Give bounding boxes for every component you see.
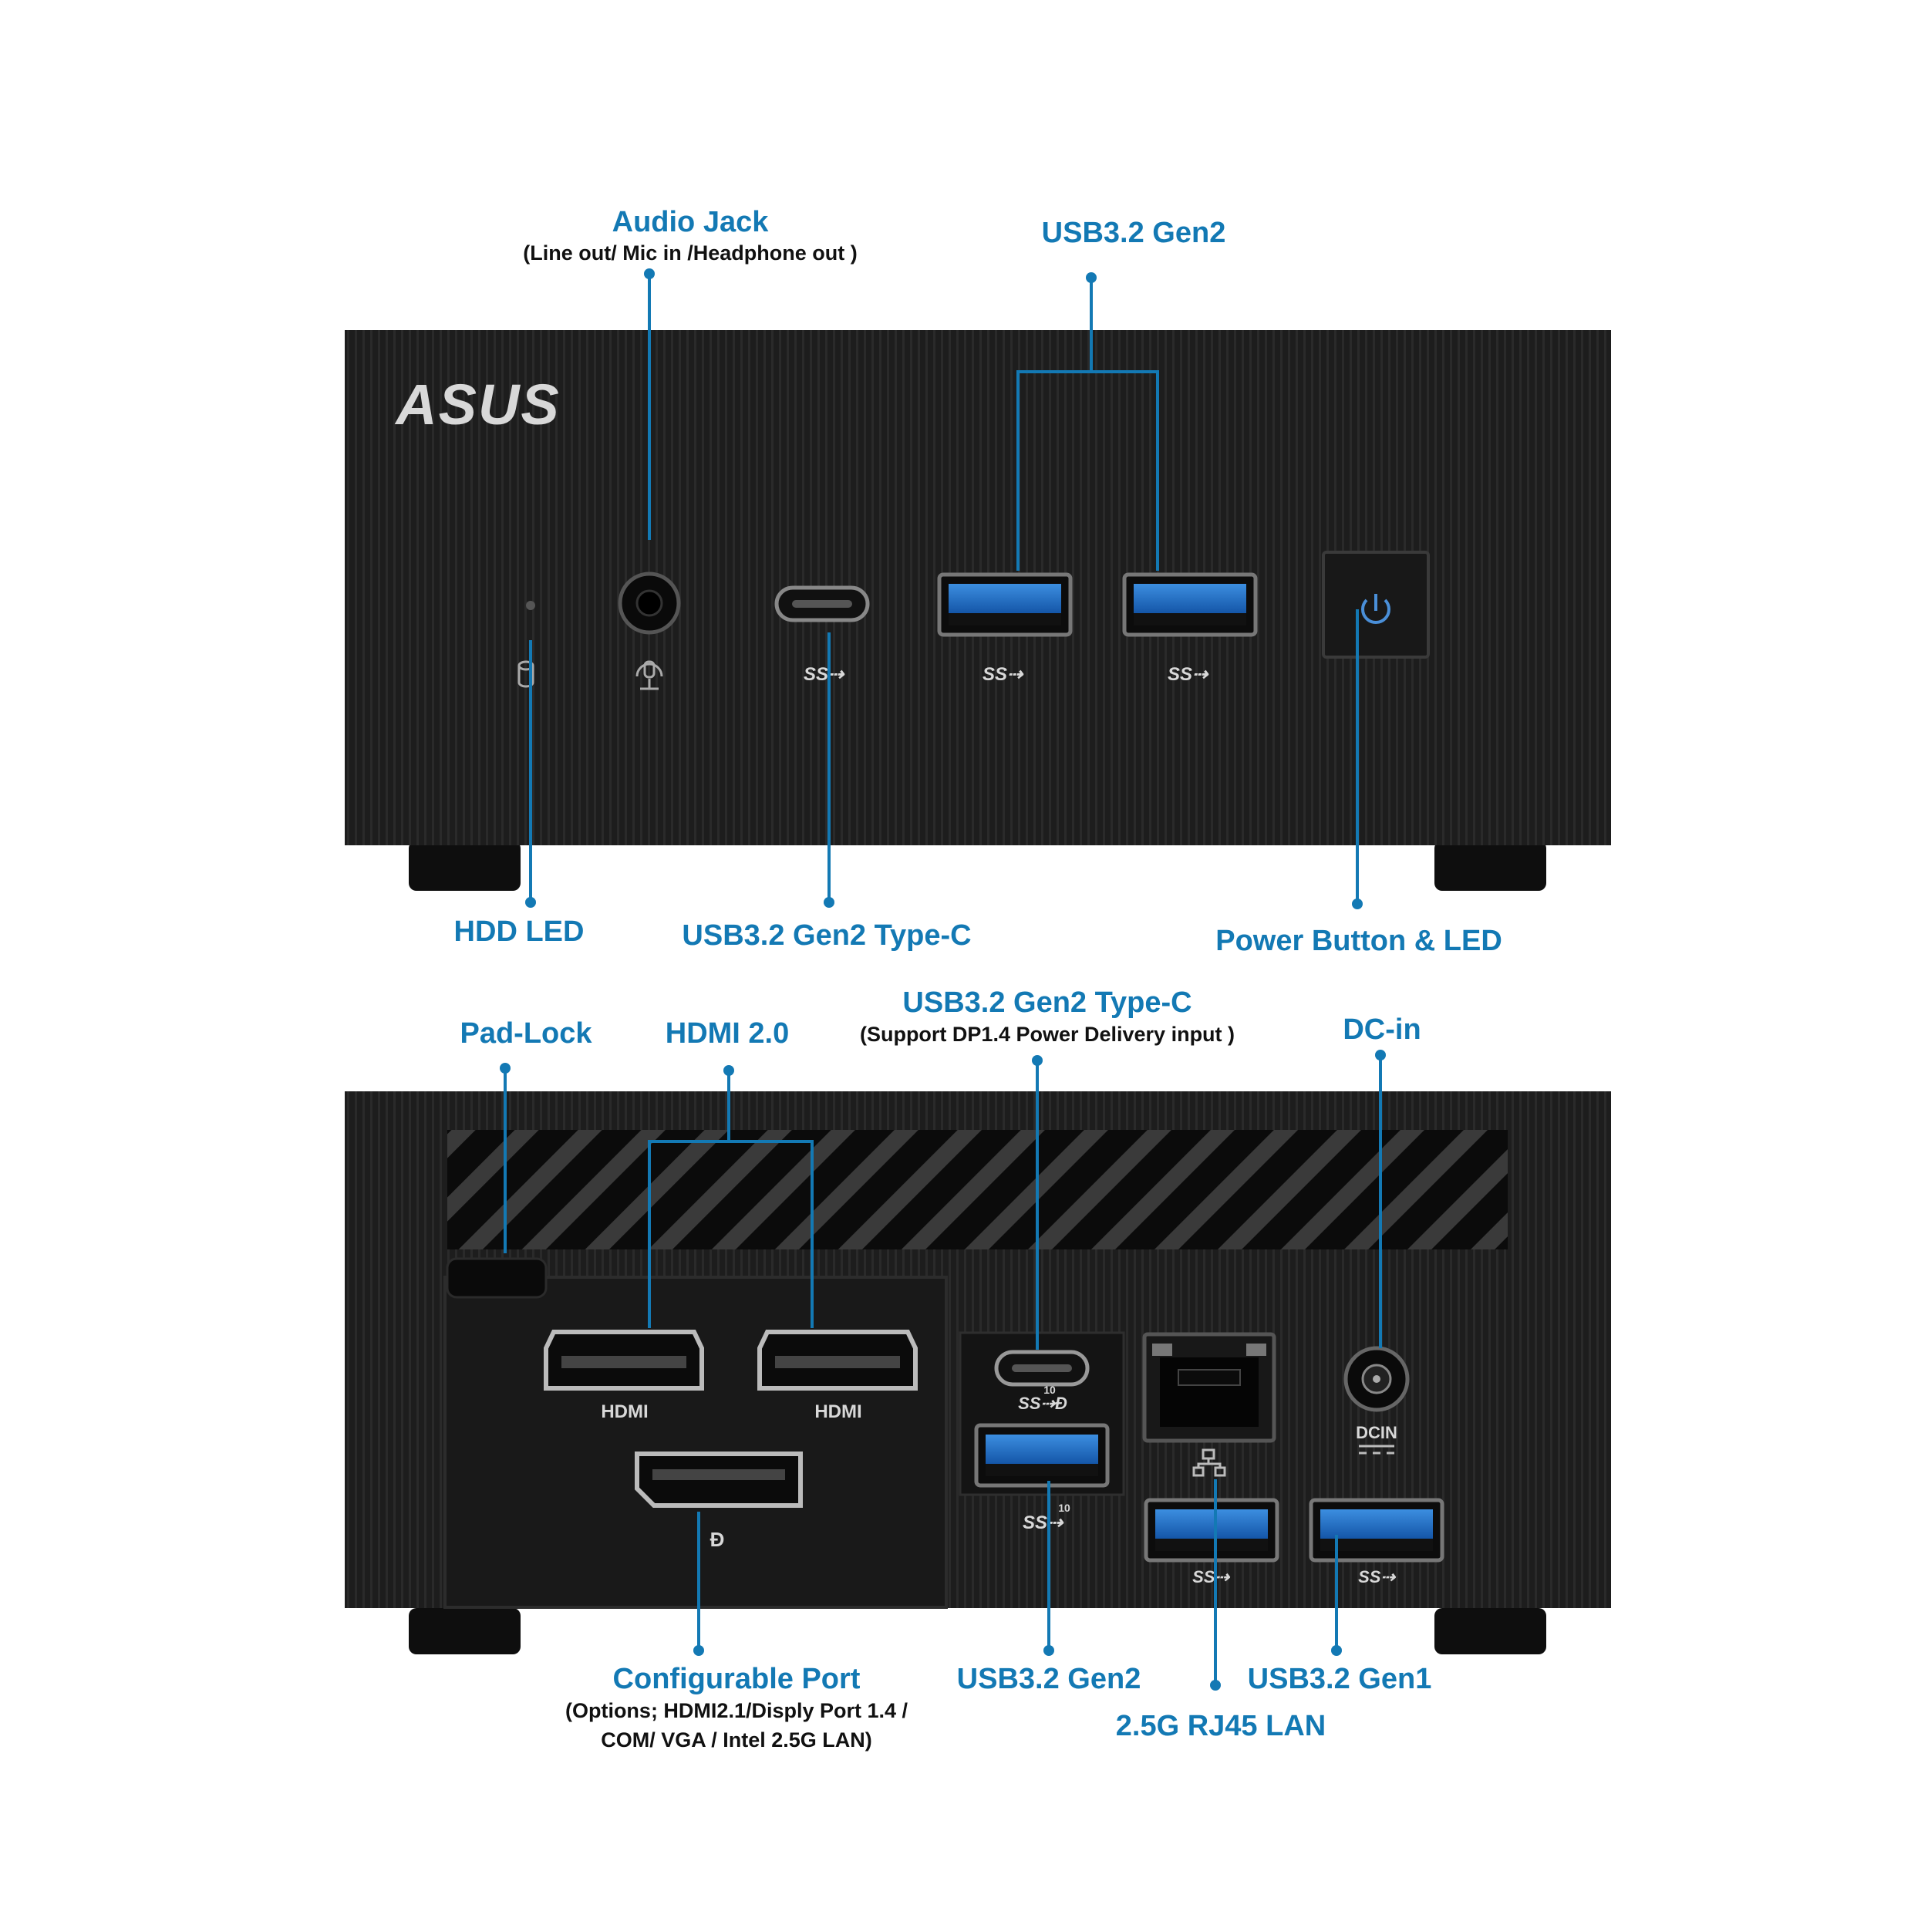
usb-a-port-rear-gen2 — [974, 1423, 1110, 1488]
displayport-port — [635, 1452, 803, 1508]
audio-jack-sublabel: (Line out/ Mic in /Headphone out ) — [523, 241, 858, 265]
hdd-icon — [517, 660, 534, 688]
hdmi-port-2 — [757, 1330, 918, 1391]
usb-type-c-port-rear — [994, 1350, 1090, 1387]
front-leader-lines — [529, 274, 1359, 904]
hdmi-label: HDMI — [814, 1401, 861, 1422]
superspeed-usb-icon: SS⇢ — [1358, 1567, 1396, 1586]
usb-type-c-port-front — [774, 585, 870, 622]
hdmi-label-callout: HDMI 2.0 — [665, 1017, 790, 1050]
usb-type-c-front-label: USB3.2 Gen2 Type-C — [682, 919, 972, 952]
configurable-port-label: Configurable Port — [612, 1663, 861, 1695]
hdmi-port-1 — [544, 1330, 704, 1391]
pad-lock-label: Pad-Lock — [460, 1017, 592, 1050]
asus-logo: ASUS — [394, 373, 561, 437]
superspeed-usb-icon: SS⇢ — [804, 664, 845, 685]
front-foot-left — [409, 841, 521, 891]
usb-a-port-front-1 — [937, 572, 1073, 637]
front-view: ASUS SS⇢ SS⇢ — [345, 330, 1611, 891]
configurable-port-sublabel-2: COM/ VGA / Intel 2.5G LAN) — [601, 1728, 872, 1752]
superspeed-10-label: 10 — [1043, 1384, 1056, 1396]
audio-jack-label: Audio Jack — [612, 206, 769, 238]
configurable-panel — [443, 1276, 948, 1609]
rear-vent — [447, 1130, 1508, 1249]
usb-type-c-rear-sublabel: (Support DP1.4 Power Delivery input ) — [859, 1023, 1235, 1046]
superspeed-usb-icon: SS⇢ — [1192, 1567, 1230, 1586]
power-icon — [1361, 594, 1390, 625]
dc-in-icon: DCIN — [1356, 1423, 1397, 1442]
front-foot-right — [1434, 841, 1546, 891]
usb-a-port-rear-lan-side — [1144, 1498, 1279, 1563]
usb-gen2-rear-label: USB3.2 Gen2 — [956, 1663, 1141, 1695]
displayport-icon: Ð — [710, 1528, 725, 1551]
hdd-led-dot — [526, 601, 535, 610]
rear-leader-dots — [500, 1050, 1386, 1691]
superspeed-10-icon: SS⇢ — [1023, 1512, 1064, 1533]
superspeed-usb-icon: SS⇢ — [983, 664, 1024, 685]
superspeed-10-label: 10 — [1058, 1502, 1070, 1514]
usb-a-port-rear-gen1 — [1309, 1498, 1444, 1563]
audio-jack — [618, 572, 681, 635]
usb-type-c-rear-label: USB3.2 Gen2 Type-C — [902, 986, 1192, 1019]
hdmi-label: HDMI — [601, 1401, 648, 1422]
usb-a-port-front-2 — [1122, 572, 1258, 637]
front-leader-dots — [525, 268, 1363, 909]
dc-in-label: DC-in — [1343, 1013, 1421, 1046]
rear-view: HDMI HDMI Ð SS⇢Ð 10 SS⇢ 10 — [345, 1091, 1611, 1654]
lan-label: 2.5G RJ45 LAN — [1115, 1710, 1326, 1742]
rj45-lan-port — [1142, 1332, 1276, 1443]
pad-lock-slot — [446, 1257, 548, 1299]
network-icon — [1192, 1448, 1226, 1477]
rear-foot-left — [409, 1608, 521, 1654]
power-button-label: Power Button & LED — [1215, 925, 1502, 957]
hdd-led-label: HDD LED — [453, 915, 585, 948]
configurable-port-sublabel-1: (Options; HDMI2.1/Disply Port 1.4 / — [565, 1699, 908, 1722]
dc-in-symbol-lines — [1359, 1445, 1394, 1455]
rear-foot-right — [1434, 1608, 1546, 1654]
superspeed-usb-icon: SS⇢ — [1168, 664, 1209, 685]
usb-gen1-rear-label: USB3.2 Gen1 — [1247, 1663, 1432, 1695]
superspeed-10-dp-icon: SS⇢Ð — [1018, 1394, 1067, 1413]
headset-mic-icon — [635, 660, 663, 690]
rear-leader-lines — [504, 1055, 1382, 1685]
dc-in-port — [1343, 1346, 1410, 1412]
usb-gen2-front-label: USB3.2 Gen2 — [1041, 217, 1226, 249]
